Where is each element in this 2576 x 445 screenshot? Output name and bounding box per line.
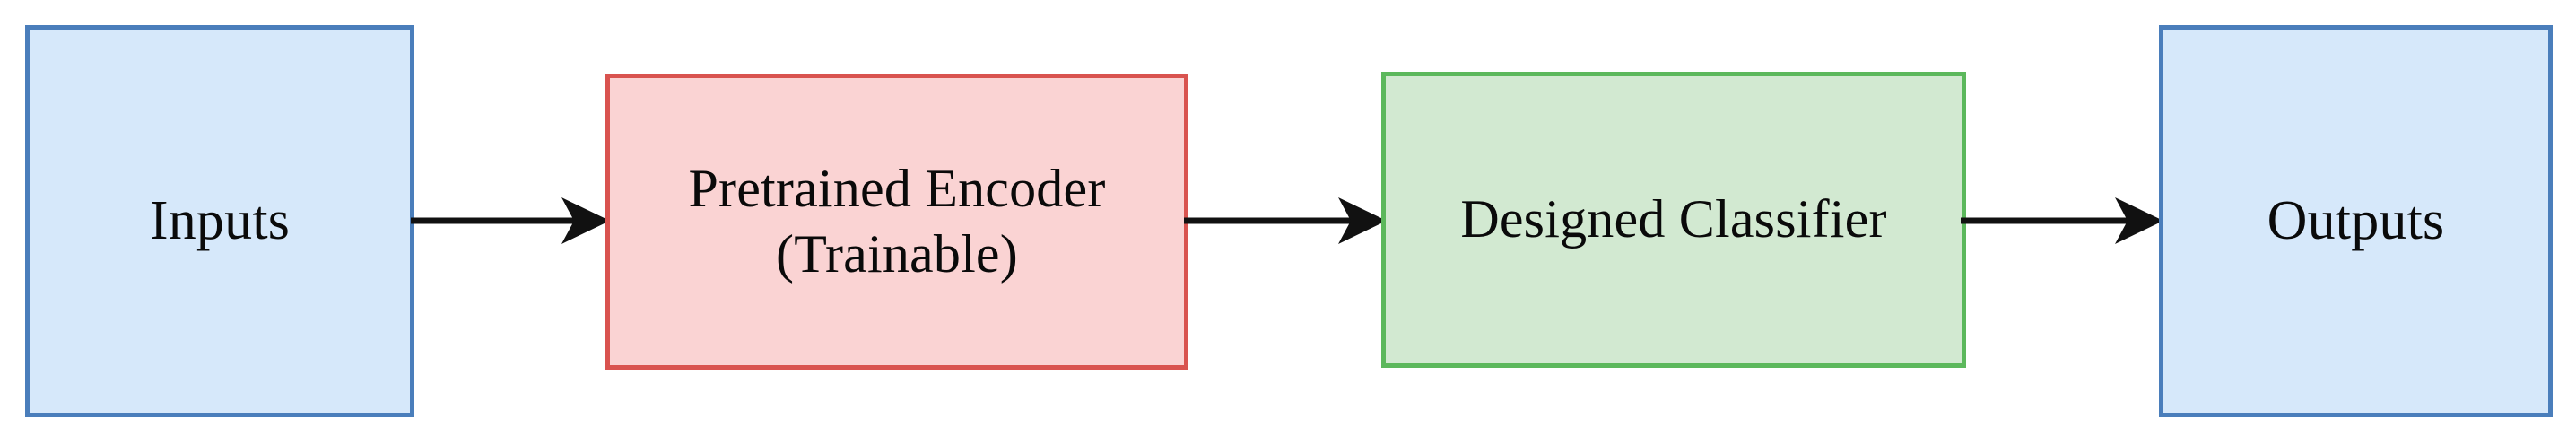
arrow-encoder-to-classifier [1184,196,1387,246]
node-outputs-label: Outputs [2267,189,2445,251]
node-outputs[interactable]: Outputs [2159,25,2553,417]
node-inputs-label: Inputs [149,189,291,251]
arrow-classifier-to-outputs [1961,196,2163,246]
node-pretrained-encoder[interactable]: Pretrained Encoder (Trainable) [605,74,1188,370]
arrow-inputs-to-encoder [411,196,610,246]
node-inputs[interactable]: Inputs [25,25,414,417]
node-designed-classifier-label: Designed Classifier [1460,189,1887,249]
node-pretrained-encoder-label: Pretrained Encoder (Trainable) [688,158,1106,284]
node-designed-classifier[interactable]: Designed Classifier [1381,72,1966,368]
